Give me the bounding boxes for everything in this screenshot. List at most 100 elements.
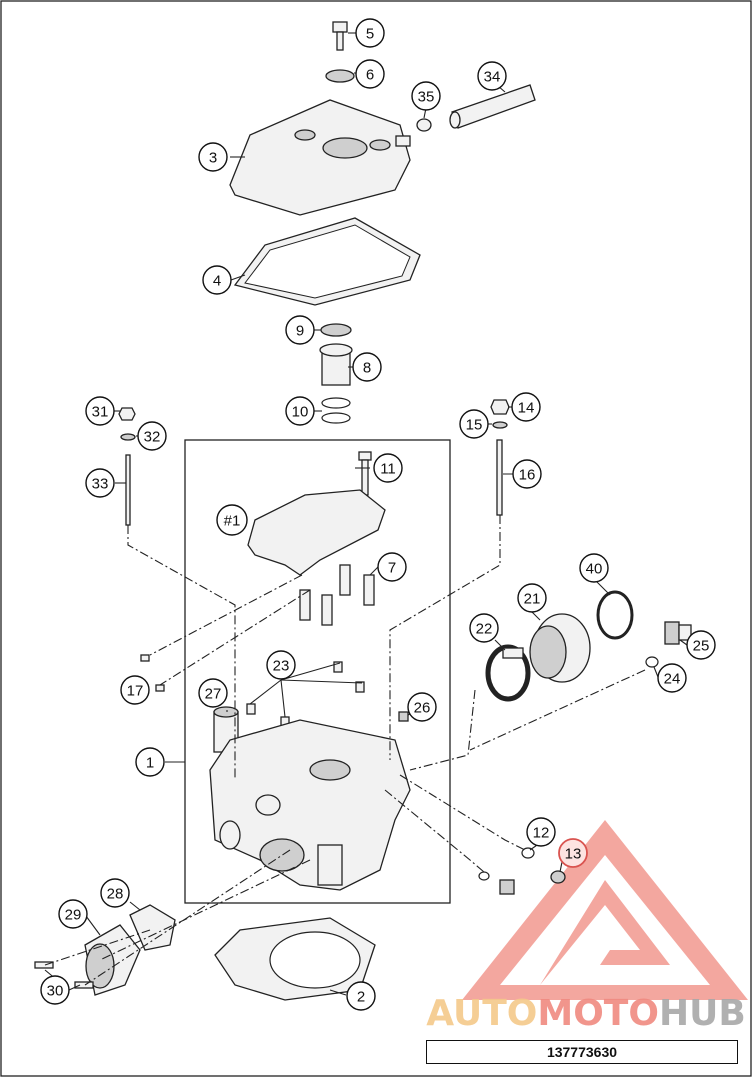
o-ring-part-10b xyxy=(321,412,351,424)
callout-31: 31 xyxy=(85,396,115,426)
sleeve-part-8 xyxy=(319,343,353,386)
clamp-part-40 xyxy=(596,590,634,640)
svg-text:10: 10 xyxy=(292,404,309,421)
watermark-logo xyxy=(462,820,748,1000)
cylinder-head-frame xyxy=(184,439,451,904)
screw-part-30a xyxy=(34,961,54,969)
callout-10: 10 xyxy=(285,396,315,426)
adapter-part-29 xyxy=(84,924,141,996)
callout-13-highlighted: 13 xyxy=(558,838,588,868)
callout-33: 33 xyxy=(85,468,115,498)
valve-guides-part-7 xyxy=(299,564,375,626)
callout-11: 11 xyxy=(373,453,403,483)
callout-14: 14 xyxy=(511,392,541,422)
watermark-text: AUTOMOTOHUB xyxy=(426,993,746,1034)
callout-35: 35 xyxy=(411,81,441,111)
svg-text:3: 3 xyxy=(209,150,217,167)
washer-part-15 xyxy=(492,421,508,429)
svg-text:1: 1 xyxy=(146,755,154,772)
svg-text:40: 40 xyxy=(586,561,603,578)
svg-text:30: 30 xyxy=(47,983,64,1000)
intake-manifold-part-21 xyxy=(529,613,591,683)
svg-text:17: 17 xyxy=(127,683,144,700)
callout-21: 21 xyxy=(517,583,547,613)
callout-1: 1 xyxy=(135,747,165,777)
svg-text:16: 16 xyxy=(519,467,536,484)
svg-text:33: 33 xyxy=(92,476,109,493)
clamp-part-35 xyxy=(416,118,432,132)
washer-part-32 xyxy=(120,433,136,441)
dowel-pins-part-23 xyxy=(246,661,365,728)
nut-part-14 xyxy=(490,399,510,415)
callout-5: 5 xyxy=(355,18,385,48)
watermark-moto: MOTO xyxy=(537,993,659,1034)
svg-text:8: 8 xyxy=(363,360,371,377)
svg-text:#1: #1 xyxy=(224,513,241,530)
callout-3: 3 xyxy=(198,142,228,172)
bolt-part-11 xyxy=(358,451,372,496)
callout-26: 26 xyxy=(407,692,437,722)
callout-2: 2 xyxy=(346,981,376,1011)
hose-part-34 xyxy=(449,84,536,129)
nut-part-31 xyxy=(118,407,136,421)
camshaft-carrier-part-1 xyxy=(247,489,386,576)
callout-25: 25 xyxy=(686,630,716,660)
o-ring-part-24 xyxy=(645,656,659,668)
callout-32: 32 xyxy=(137,421,167,451)
svg-text:15: 15 xyxy=(466,417,483,434)
valve-cover-part-3 xyxy=(229,99,411,216)
fitting-part-17a xyxy=(140,654,150,662)
gasket-part-28 xyxy=(129,904,176,951)
svg-text:27: 27 xyxy=(205,686,222,703)
document-number: 137773630 xyxy=(426,1040,738,1064)
callout-16: 16 xyxy=(512,459,542,489)
callout-8: 8 xyxy=(352,352,382,382)
svg-text:12: 12 xyxy=(533,825,550,842)
svg-text:35: 35 xyxy=(418,89,435,106)
callout-23: 23 xyxy=(266,650,296,680)
svg-text:13: 13 xyxy=(565,846,582,863)
o-ring-part-10a xyxy=(321,397,351,409)
bolt-part-5 xyxy=(332,21,348,51)
svg-text:4: 4 xyxy=(213,273,221,290)
fitting-part-17b xyxy=(155,684,165,692)
sensor-part-25 xyxy=(664,621,692,645)
svg-text:6: 6 xyxy=(366,67,374,84)
svg-text:25: 25 xyxy=(693,638,710,655)
callout-40: 40 xyxy=(579,553,609,583)
callout-4: 4 xyxy=(202,265,232,295)
svg-text:5: 5 xyxy=(366,26,374,43)
callout-15: 15 xyxy=(459,409,489,439)
stud-part-16 xyxy=(496,439,503,516)
svg-text:26: 26 xyxy=(414,700,431,717)
svg-text:7: 7 xyxy=(388,560,396,577)
plug-part-12-screw xyxy=(499,879,515,895)
svg-text:29: 29 xyxy=(65,907,82,924)
o-ring-small xyxy=(478,871,490,881)
callout-28: 28 xyxy=(100,878,130,908)
watermark-hub: HUB xyxy=(659,993,746,1034)
svg-text:23: 23 xyxy=(273,658,290,675)
gasket-part-4 xyxy=(233,217,421,306)
svg-text:34: 34 xyxy=(484,69,501,86)
callout-27: 27 xyxy=(198,678,228,708)
svg-text:9: 9 xyxy=(296,323,304,340)
svg-text:28: 28 xyxy=(107,886,124,903)
callout-22: 22 xyxy=(469,613,499,643)
svg-text:2: 2 xyxy=(357,989,365,1006)
svg-text:32: 32 xyxy=(144,429,161,446)
svg-text:24: 24 xyxy=(664,671,681,688)
washer-part-6 xyxy=(325,69,355,83)
callout-9: 9 xyxy=(285,315,315,345)
callout-24: 24 xyxy=(657,663,687,693)
svg-text:21: 21 xyxy=(524,591,541,608)
assembly-dashed-lines xyxy=(44,515,646,986)
o-ring-part-12 xyxy=(521,847,535,859)
stud-part-33 xyxy=(125,454,131,526)
screw-part-30b xyxy=(74,981,94,989)
callout-30: 30 xyxy=(40,975,70,1005)
callout-34: 34 xyxy=(477,61,507,91)
callout-12: 12 xyxy=(526,817,556,847)
